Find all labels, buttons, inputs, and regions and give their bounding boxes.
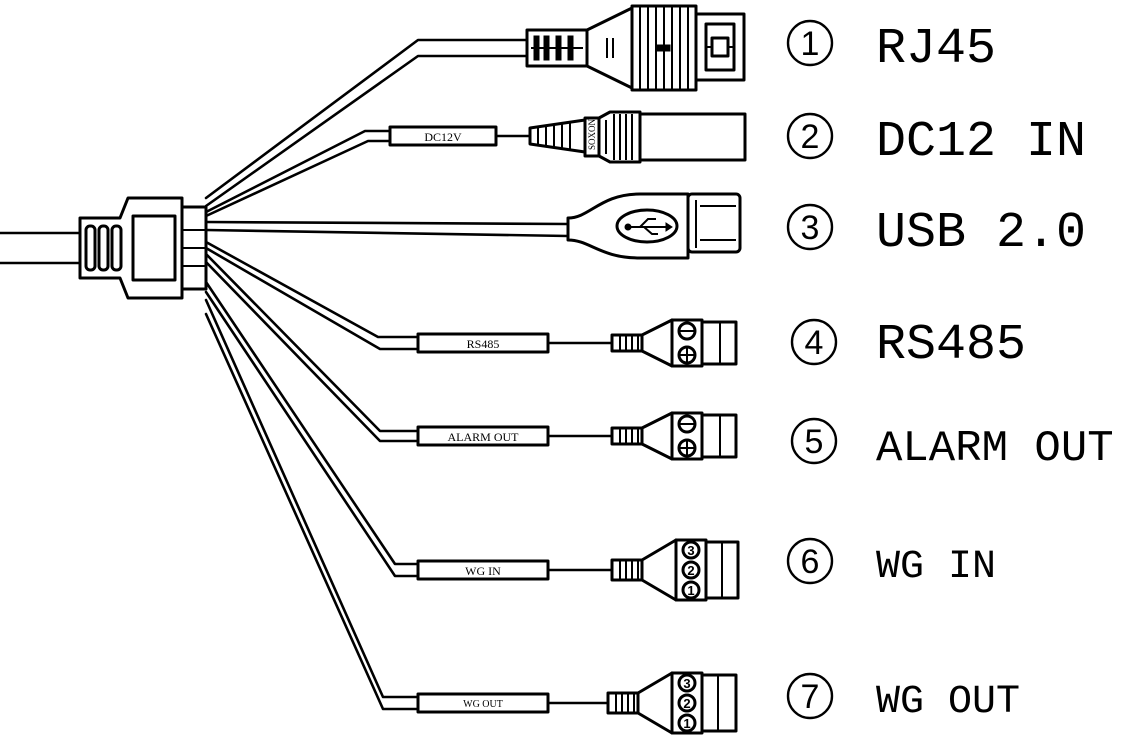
wg-out-pin-2: 2 <box>683 696 690 711</box>
label-row-1: 1 RJ45 <box>786 19 996 78</box>
tag-dc12v: DC12V <box>388 125 498 147</box>
label-number-6: 6 <box>801 543 820 581</box>
dc-plug-marking: SOXON <box>587 118 597 150</box>
label-number-1: 1 <box>801 25 820 63</box>
label-row-2: 2 DC12 IN <box>786 112 1086 171</box>
label-rs485: RS485 <box>876 317 1026 374</box>
label-number-7: 7 <box>801 678 820 716</box>
label-wg-out: WG OUT <box>876 680 1020 725</box>
label-row-6: 6 WG IN <box>786 537 996 590</box>
alarm-out-terminal <box>610 411 738 461</box>
label-wg-in: WG IN <box>876 545 996 590</box>
tag-text-wg-out: WG OUT <box>463 699 503 710</box>
main-cable <box>0 231 87 265</box>
tag-rs485: RS485 <box>416 332 550 354</box>
label-alarm-out: ALARM OUT <box>876 424 1114 474</box>
wg-in-pin-2: 2 <box>687 563 694 578</box>
tag-text-wg-in: WG IN <box>465 564 501 578</box>
tag-alarm-out: ALARM OUT <box>416 425 550 447</box>
cable-tags: DC12V RS485 ALARM OUT WG IN WG OUT <box>388 125 550 714</box>
rj45-connector <box>525 4 746 92</box>
usb-icon <box>624 218 673 235</box>
wg-out-pin-3: 3 <box>683 676 690 691</box>
rs485-terminal <box>610 318 738 368</box>
connector-labels: 1 RJ45 2 DC12 IN 3 USB 2.0 4 RS485 5 ALA… <box>786 19 1114 725</box>
wires <box>204 38 614 711</box>
wg-out-pin-1: 1 <box>683 716 690 731</box>
label-row-7: 7 WG OUT <box>786 672 1020 725</box>
tag-text-alarm-out: ALARM OUT <box>448 430 520 444</box>
wg-in-pin-3: 3 <box>687 543 694 558</box>
label-row-5: 5 ALARM OUT <box>790 417 1114 474</box>
label-usb: USB 2.0 <box>876 205 1086 262</box>
label-row-4: 4 RS485 <box>790 317 1026 374</box>
wg-out-terminal: 3 2 1 <box>606 671 738 735</box>
label-number-2: 2 <box>801 118 820 156</box>
tag-text-rs485: RS485 <box>467 337 500 351</box>
dc-power-connector: SOXON <box>528 110 747 164</box>
label-rj45: RJ45 <box>876 21 996 78</box>
label-dc12-in: DC12 IN <box>876 114 1086 171</box>
splitter-body <box>78 196 208 300</box>
label-number-5: 5 <box>805 423 824 461</box>
usb-connector <box>566 192 742 260</box>
tag-text-dc12v: DC12V <box>424 130 462 144</box>
wg-in-pin-1: 1 <box>687 583 694 598</box>
label-row-3: 3 USB 2.0 <box>786 203 1086 262</box>
tag-wg-out: WG OUT <box>416 692 550 714</box>
label-number-4: 4 <box>805 324 824 362</box>
tag-wg-in: WG IN <box>416 559 550 581</box>
wg-in-terminal: 3 2 1 <box>610 538 740 602</box>
label-number-3: 3 <box>801 209 820 247</box>
